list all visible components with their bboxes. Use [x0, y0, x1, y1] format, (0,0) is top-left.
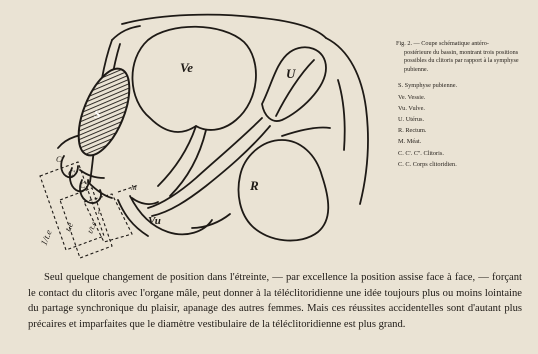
bladder-outline — [132, 27, 256, 132]
urethra-line — [158, 126, 196, 186]
legend-item: S. Symphyse pubienne. — [396, 80, 532, 91]
vulva-outline — [118, 200, 148, 236]
posterior-contour-line — [282, 127, 330, 136]
legend-item: M. Méat. — [396, 136, 532, 147]
label-distance-te: t.e — [63, 221, 76, 233]
label-vessie: Ve — [180, 60, 193, 75]
outer-contour-line — [112, 26, 140, 40]
legend-item: C. C. Corps clitoridien. — [396, 159, 532, 170]
legend-item: Vu. Vulve. — [396, 103, 532, 114]
label-vulve: Vu — [148, 215, 161, 227]
label-distance-1te: 1/t.e — [39, 228, 54, 246]
label-rectum: R — [249, 178, 259, 193]
label-meat: M — [130, 184, 138, 192]
caption-legend: S. Symphyse pubienne. Ve. Vessie. Vu. Vu… — [396, 80, 532, 170]
label-distance-t: t — [98, 207, 101, 216]
label-uterus: U — [286, 66, 296, 81]
label-clitoris-c2: C'' — [80, 181, 89, 190]
body-paragraph: Seul quelque changement de position dans… — [28, 270, 522, 332]
label-clitoris-c1: C' — [68, 169, 75, 178]
vaginal-canal-line — [152, 126, 270, 216]
caption-title: Fig. 2. — Coupe schématique antéro- — [396, 40, 532, 49]
outer-contour-line — [122, 15, 326, 38]
label-symphyse: S — [94, 107, 101, 121]
vulva-outline — [130, 196, 212, 234]
legend-item: Ve. Vessie. — [396, 92, 532, 103]
pubic-symphysis — [68, 62, 140, 162]
label-distance-tte: t/t.e — [86, 220, 99, 235]
urethra-line — [170, 130, 206, 196]
posterior-contour-line — [326, 38, 368, 204]
legend-item: R. Rectum. — [396, 125, 532, 136]
posterior-contour-line — [338, 80, 345, 150]
vulva-outline — [132, 198, 158, 204]
legend-item: U. Utérus. — [396, 114, 532, 125]
legend-item: C. C'. C''. Clitoris. — [396, 148, 532, 159]
caption-description: postérieure du bassin, montrant trois po… — [404, 49, 532, 75]
figure-caption: Fig. 2. — Coupe schématique antéro- post… — [396, 40, 532, 170]
label-clitoris-c: C — [56, 155, 62, 164]
